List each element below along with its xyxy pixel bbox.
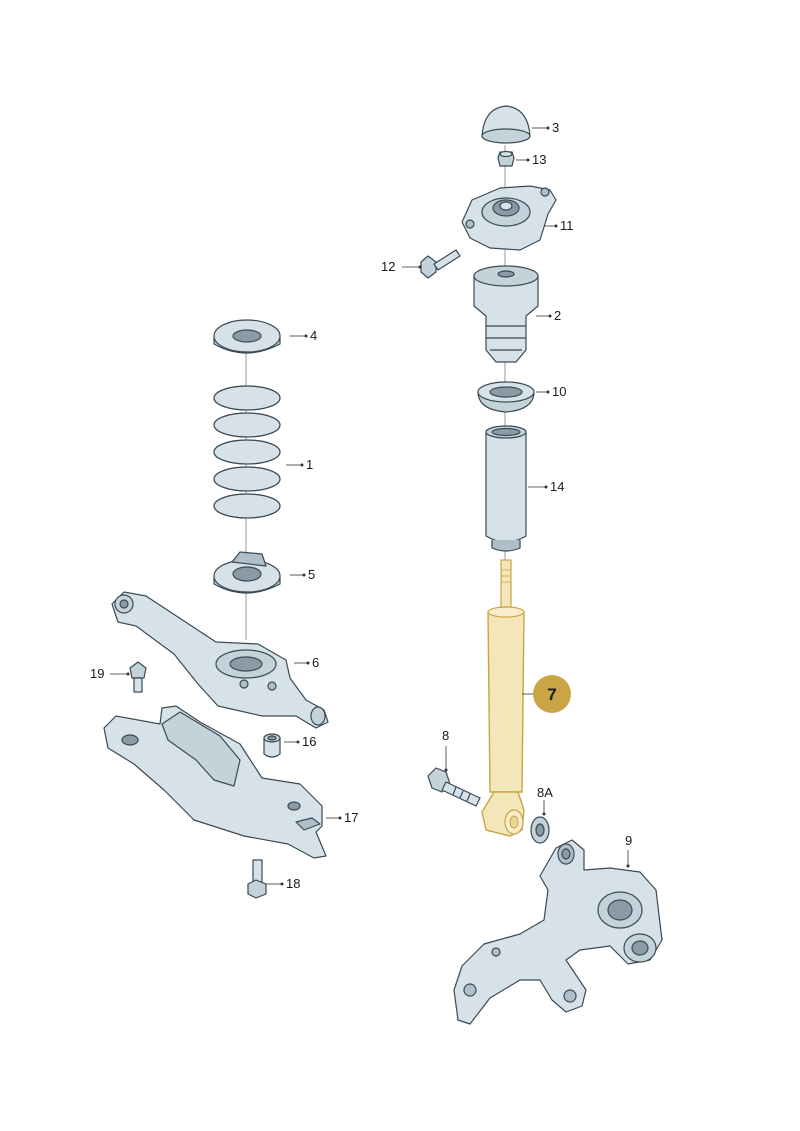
label-part-13: 13: [532, 152, 546, 167]
label-part-10: 10: [552, 384, 566, 399]
spring-cup-10: [477, 381, 535, 413]
bolt-12: [420, 249, 461, 279]
bushing-16: [263, 733, 281, 758]
label-part-12: 12: [381, 259, 395, 274]
bolt-18: [247, 859, 267, 899]
coil-spring-1: [213, 385, 281, 519]
cover-plate-17: [103, 705, 327, 859]
label-part-11: 11: [560, 218, 574, 233]
protective-tube-14: [485, 425, 527, 552]
label-part-2: 2: [554, 308, 561, 323]
control-arm-6: [111, 591, 329, 729]
shock-absorber-7: [481, 559, 525, 837]
label-part-14: 14: [550, 479, 564, 494]
bolt-8: [427, 767, 481, 807]
bump-stop-2: [473, 265, 539, 363]
label-part-9: 9: [625, 833, 632, 848]
lower-spring-pad-5: [213, 551, 281, 594]
label-part-8a: 8A: [537, 785, 553, 800]
dust-cap-3: [481, 105, 531, 144]
clip-19: [129, 661, 147, 693]
label-part-7: 7: [547, 685, 556, 704]
label-part-5: 5: [308, 567, 315, 582]
label-part-18: 18: [286, 876, 300, 891]
label-part-19: 19: [90, 666, 104, 681]
label-part-1: 1: [306, 457, 313, 472]
label-part-17: 17: [344, 810, 358, 825]
top-mount-11: [461, 185, 557, 251]
nut-13: [497, 150, 515, 167]
label-part-6: 6: [312, 655, 319, 670]
washer-8a: [530, 816, 550, 844]
label-part-8: 8: [442, 728, 449, 743]
badge-circle: [533, 675, 571, 713]
label-part-3: 3: [552, 120, 559, 135]
leader-lines: [110, 126, 630, 886]
label-part-4: 4: [310, 328, 317, 343]
upper-spring-pad-4: [213, 319, 281, 354]
wheel-bearing-housing-9: [453, 839, 663, 1025]
label-part-16: 16: [302, 734, 316, 749]
part-7-badge[interactable]: 7: [533, 675, 571, 713]
